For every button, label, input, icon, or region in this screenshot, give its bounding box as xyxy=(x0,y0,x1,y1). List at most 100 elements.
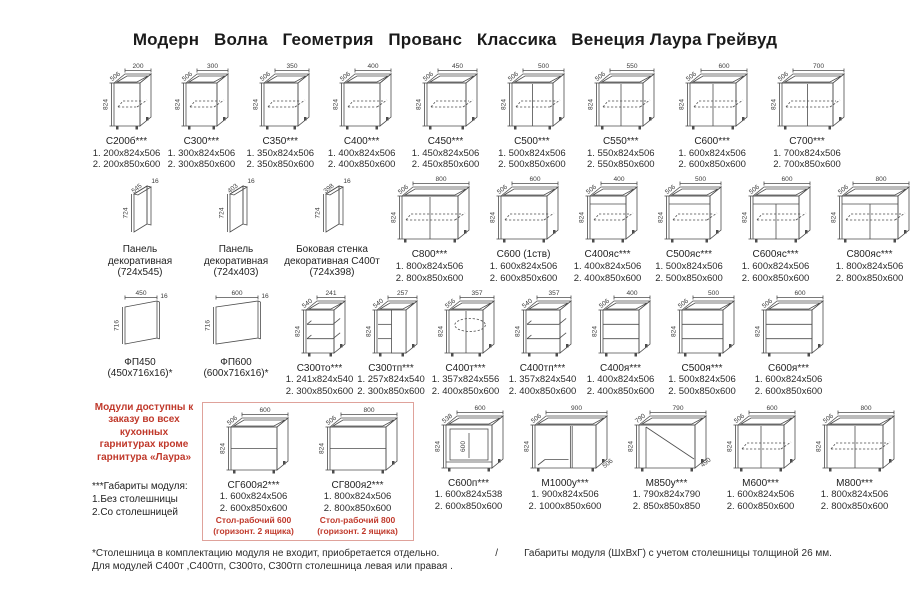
svg-text:824: 824 xyxy=(592,325,599,336)
svg-text:824: 824 xyxy=(435,440,442,451)
module-size: 2. 600х850х600 xyxy=(726,501,795,513)
svg-text:300: 300 xyxy=(207,63,218,70)
svg-text:600: 600 xyxy=(766,405,777,412)
module-size: 2. 450х850х600 xyxy=(411,159,480,171)
svg-text:556: 556 xyxy=(444,297,457,309)
legend-line: 1.Без столешницы xyxy=(92,494,178,506)
svg-text:824: 824 xyxy=(295,325,302,336)
page-title: Модерн Волна Геометрия Прованс Классика … xyxy=(132,30,778,49)
svg-text:506: 506 xyxy=(585,184,598,196)
module-size: 2. 500х850х600 xyxy=(668,385,736,397)
module-name: СГ600я2*** xyxy=(227,479,280,491)
svg-text:506: 506 xyxy=(822,412,835,424)
module-size: 2. 400х850х600 xyxy=(327,159,396,171)
svg-text:400: 400 xyxy=(613,176,624,183)
module-name: М800*** xyxy=(836,477,873,489)
module-name: Боковая стенка декоративная С400т (724х3… xyxy=(284,244,380,279)
module-name: С350*** xyxy=(262,136,299,147)
module-drawing: 400 506 824 xyxy=(568,173,647,248)
svg-text:506: 506 xyxy=(226,414,239,426)
svg-text:600: 600 xyxy=(529,176,540,183)
module-name: С400*** xyxy=(343,136,380,147)
module-size: 1. 400х824х506 xyxy=(573,260,642,272)
svg-text:824: 824 xyxy=(742,212,749,223)
module-size: 2. 850х850х850 xyxy=(632,501,701,513)
svg-text:450: 450 xyxy=(135,290,146,297)
availability-note: Модули доступны к заказу во всех кухонны… xyxy=(94,401,194,463)
svg-text:506: 506 xyxy=(594,70,607,82)
svg-text:400: 400 xyxy=(368,63,379,70)
footnote-separator: / xyxy=(495,548,499,560)
svg-text:500: 500 xyxy=(695,176,706,183)
module-name: С300*** xyxy=(183,136,220,147)
svg-text:600: 600 xyxy=(794,290,805,297)
module-size: 1. 257х824х540 xyxy=(357,374,425,385)
module-size: 2. 500х850х600 xyxy=(498,159,566,171)
svg-text:16: 16 xyxy=(247,178,255,185)
svg-text:506: 506 xyxy=(496,184,509,196)
svg-text:600: 600 xyxy=(231,290,242,297)
svg-text:600: 600 xyxy=(781,176,792,183)
module-size: 1. 600х824х506 xyxy=(489,260,558,272)
module-size: 2. 800х850х600 xyxy=(835,272,904,284)
module-name: С400тп*** xyxy=(519,362,566,374)
svg-text:716: 716 xyxy=(204,319,211,330)
module-name: С800яс*** xyxy=(846,249,893,261)
module-name: С200б*** xyxy=(105,136,148,147)
svg-text:506: 506 xyxy=(777,70,790,82)
svg-text:824: 824 xyxy=(579,212,586,223)
module-name: С500яс*** xyxy=(666,249,712,261)
module-size: 1. 600х824х538 xyxy=(434,489,503,501)
module-size: 1. 700х824х506 xyxy=(773,147,841,159)
svg-text:724: 724 xyxy=(123,207,130,218)
svg-text:716: 716 xyxy=(113,319,120,330)
module-size: 1. 600х824х506 xyxy=(726,489,795,501)
footnote-gabarit: Габариты модуля (ШхВхГ) с учетом столешн… xyxy=(524,548,832,560)
svg-text:506: 506 xyxy=(339,70,352,82)
svg-text:724: 724 xyxy=(315,207,322,218)
svg-text:540: 540 xyxy=(301,297,314,309)
svg-text:350: 350 xyxy=(286,63,297,70)
svg-text:357: 357 xyxy=(548,290,559,297)
svg-text:540: 540 xyxy=(521,297,534,309)
svg-text:824: 824 xyxy=(727,440,734,451)
catalog-row-4: Модули доступны к заказу во всех кухонны… xyxy=(92,401,910,542)
svg-text:506: 506 xyxy=(664,184,677,196)
module-size: 2. 400х850х600 xyxy=(573,272,642,284)
module-red-note: (горизонт. 2 ящика) xyxy=(317,526,398,537)
svg-text:241: 241 xyxy=(325,290,336,297)
svg-text:506: 506 xyxy=(685,70,698,82)
module-size: 2. 700х850х600 xyxy=(773,159,841,171)
module-size: 1. 200х824х506 xyxy=(92,147,161,159)
row4-left-column: Модули доступны к заказу во всех кухонны… xyxy=(92,402,196,520)
